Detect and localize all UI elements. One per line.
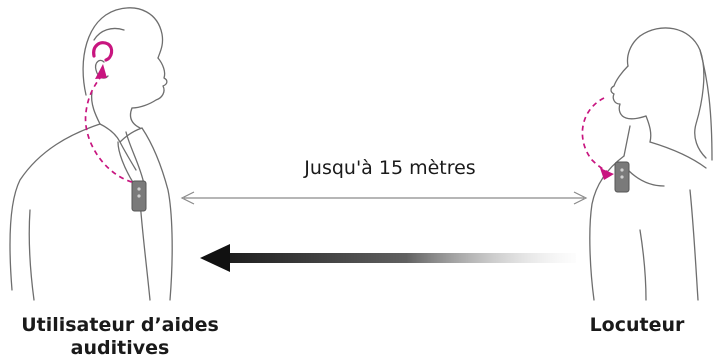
microphone-button-icon [137,187,141,191]
signal-path-user [84,77,133,183]
hearing-aid-user-figure [9,7,173,301]
microphone-button-icon [620,168,624,172]
speaker-label: Locuteur [589,314,685,336]
signal-arrowhead-icon [95,64,107,79]
speaker-figure [589,27,713,301]
microphone-button-icon [620,175,624,179]
transmission-direction-arrow [200,244,576,272]
user-label-line2: auditives [70,337,170,359]
distance-arrow [180,191,588,205]
hearing-aid-user-label: Utilisateur d’aides auditives [0,314,240,360]
microphone-button-icon [137,194,141,198]
user-label-line1: Utilisateur d’aides [21,314,219,336]
signal-arrowhead-icon [600,168,614,180]
hearing-aid-icon [92,41,114,62]
distance-label: Jusqu'à 15 mètres [304,157,476,179]
signal-path-speaker [581,97,609,173]
